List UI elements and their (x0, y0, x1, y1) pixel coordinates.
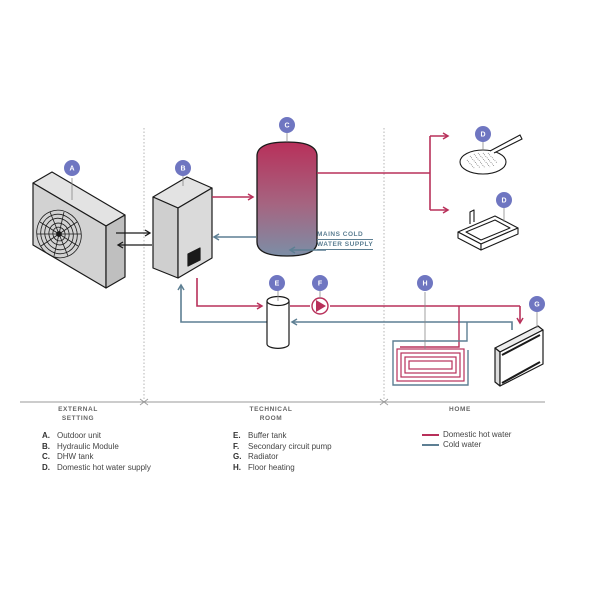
legend-item: E. Buffer tank (233, 431, 332, 442)
zone-label-line1: TECHNICAL (249, 406, 293, 413)
legend-key: B. (42, 441, 50, 451)
badge-h: H (417, 275, 433, 291)
legend-item: B. Hydraulic Module (42, 442, 151, 453)
buffer-tank (266, 290, 290, 349)
svg-text:H: H (422, 281, 427, 288)
dhw-tank (256, 132, 318, 257)
svg-text:D: D (501, 198, 506, 205)
legend-label: DHW tank (57, 452, 94, 461)
svg-text:A: A (69, 166, 74, 173)
zone-label-line1: EXTERNAL (58, 406, 98, 413)
legend-key: F. (233, 441, 240, 451)
buffer-circuit-pipes (177, 278, 524, 330)
mains-cold-water-label: MAINS COLD WATER SUPPLY (317, 230, 374, 250)
badge-c: C (279, 117, 295, 133)
legend-key: H. (233, 462, 241, 472)
legend-label: Radiator (248, 452, 279, 461)
legend-key: G. (233, 452, 242, 461)
cold-water-swatch (422, 443, 439, 447)
legend-item: H. Floor heating (233, 463, 332, 474)
svg-text:D: D (480, 132, 485, 139)
badge-f: F (312, 275, 328, 291)
badge-d-sink: D (496, 192, 512, 208)
legend-item: D. Domestic hot water supply (42, 463, 151, 474)
floor-heating (392, 292, 469, 386)
zone-home: HOME (420, 405, 500, 414)
zone-label-line1: HOME (449, 406, 471, 413)
hot-water-swatch (422, 433, 439, 437)
legend-key: E. (233, 431, 241, 440)
legend-label: Domestic hot water (443, 430, 512, 439)
mains-label-line2: WATER SUPPLY (317, 241, 374, 250)
legend-label: Outdoor unit (57, 431, 102, 440)
zone-external-setting: EXTERNAL SETTING (38, 405, 118, 423)
legend-label: Domestic hot water supply (57, 462, 151, 472)
badge-a: A (64, 160, 80, 176)
svg-text:B: B (180, 166, 185, 173)
cross-mark-1 (139, 398, 149, 406)
circulation-pump (311, 289, 329, 315)
legend-cold-water: Cold water (422, 440, 511, 450)
zone-label-line2: SETTING (61, 415, 95, 422)
hot-water-supply-pipes (317, 132, 450, 214)
svg-text:G: G (534, 302, 540, 309)
legend-item: F. Secondary circuit pump (233, 442, 332, 453)
badge-e: E (269, 275, 285, 291)
pipe-legend: Domestic hot water Cold water (422, 430, 511, 450)
legend-label: Floor heating (248, 462, 295, 472)
component-legend-middle: E. Buffer tank F. Secondary circuit pump G… (233, 431, 332, 473)
outdoor-unit (32, 171, 126, 289)
component-legend-left: A. Outdoor unit B. Hydraulic Module C. DHW … (42, 431, 151, 473)
zone-technical-room: TECHNICAL ROOM (231, 405, 311, 423)
svg-text:F: F (318, 281, 323, 288)
hydraulic-module (152, 172, 213, 279)
legend-label: Buffer tank (248, 431, 287, 440)
zone-label-line2: ROOM (259, 415, 283, 422)
legend-label: Cold water (443, 440, 482, 449)
legend-item: A. Outdoor unit (42, 431, 151, 442)
cross-mark-2 (379, 398, 389, 406)
legend-key: C. (42, 452, 50, 461)
legend-label: Secondary circuit pump (248, 441, 332, 451)
badge-d-shower: D (475, 126, 491, 142)
mains-label-line1: MAINS COLD (317, 230, 374, 240)
radiator (494, 312, 544, 387)
legend-label: Hydraulic Module (57, 441, 119, 451)
svg-text:E: E (275, 281, 280, 288)
sink (457, 205, 519, 251)
legend-key: A. (42, 431, 50, 440)
svg-text:C: C (284, 123, 289, 130)
legend-item: G. Radiator (233, 452, 332, 463)
badge-g: G (529, 296, 545, 312)
shower-head (459, 134, 523, 175)
legend-hot-water: Domestic hot water (422, 430, 511, 440)
fan-grille-icon (36, 209, 82, 259)
badge-b: B (175, 160, 191, 176)
legend-item: C. DHW tank (42, 452, 151, 463)
legend-key: D. (42, 462, 50, 472)
